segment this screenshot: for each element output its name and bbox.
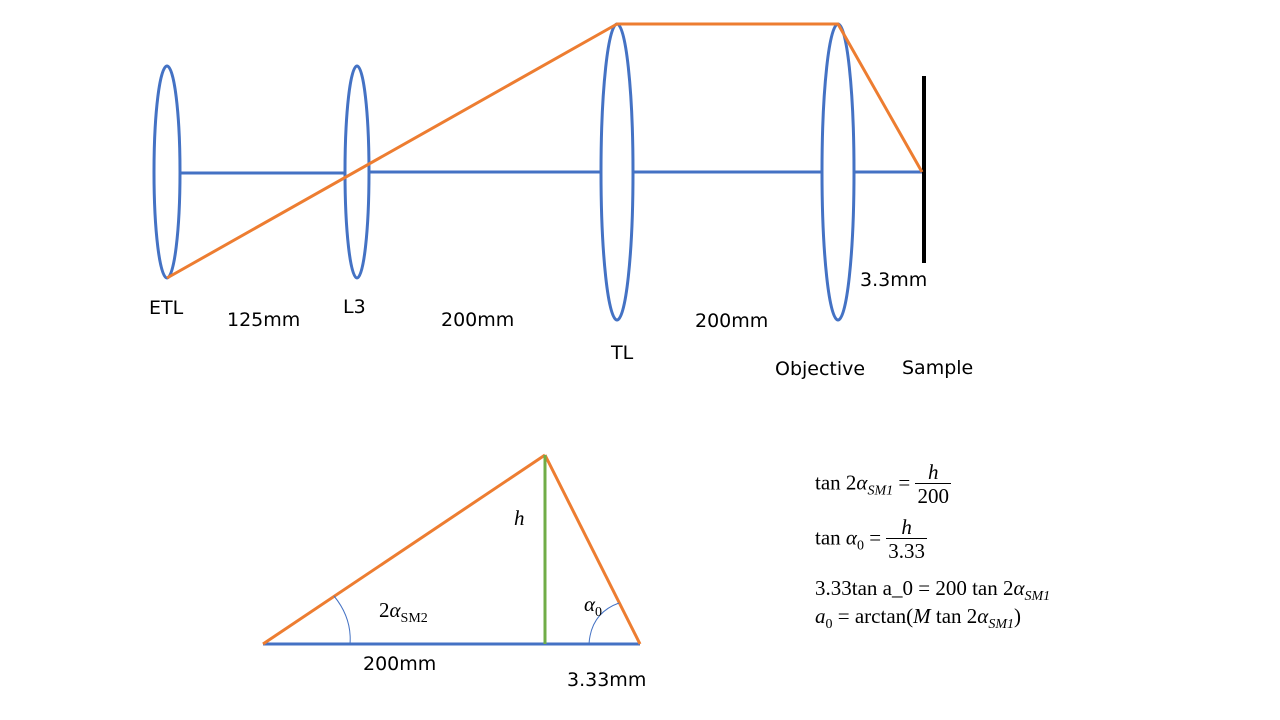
triangle-right-edge [543,454,642,645]
equation-3: 3.33tan a_0 = 200 tan 2αSM1 [815,576,1051,604]
ray-path [166,22,924,280]
label-etl: ETL [149,297,184,319]
label-triangle-base-right: 3.33mm [567,669,647,691]
label-sample-offset: 3.3mm [860,269,928,291]
l3-lens [343,64,371,280]
label-objective: Objective [775,358,866,380]
label-l3: L3 [343,296,366,318]
objective-lens [820,22,856,322]
triangle-left-edge [262,453,546,646]
angle-arc-right [588,602,620,645]
label-tl: TL [611,342,634,364]
label-angle-left: 2αSM2 [379,598,428,626]
label-triangle-height: h [514,506,525,530]
label-distance-tl-objective: 200mm [695,310,769,332]
angle-arc-left [333,595,351,645]
label-sample: Sample [902,357,974,379]
tl-lens [599,22,635,322]
label-angle-right: α0 [584,592,603,620]
etl-lens [152,64,182,280]
equation-4: a0 = arctan(M tan 2αSM1) [815,604,1021,632]
label-distance-l3-tl: 200mm [441,309,515,331]
label-triangle-base-left: 200mm [363,653,437,675]
label-distance-etl-l3: 125mm [227,309,301,331]
